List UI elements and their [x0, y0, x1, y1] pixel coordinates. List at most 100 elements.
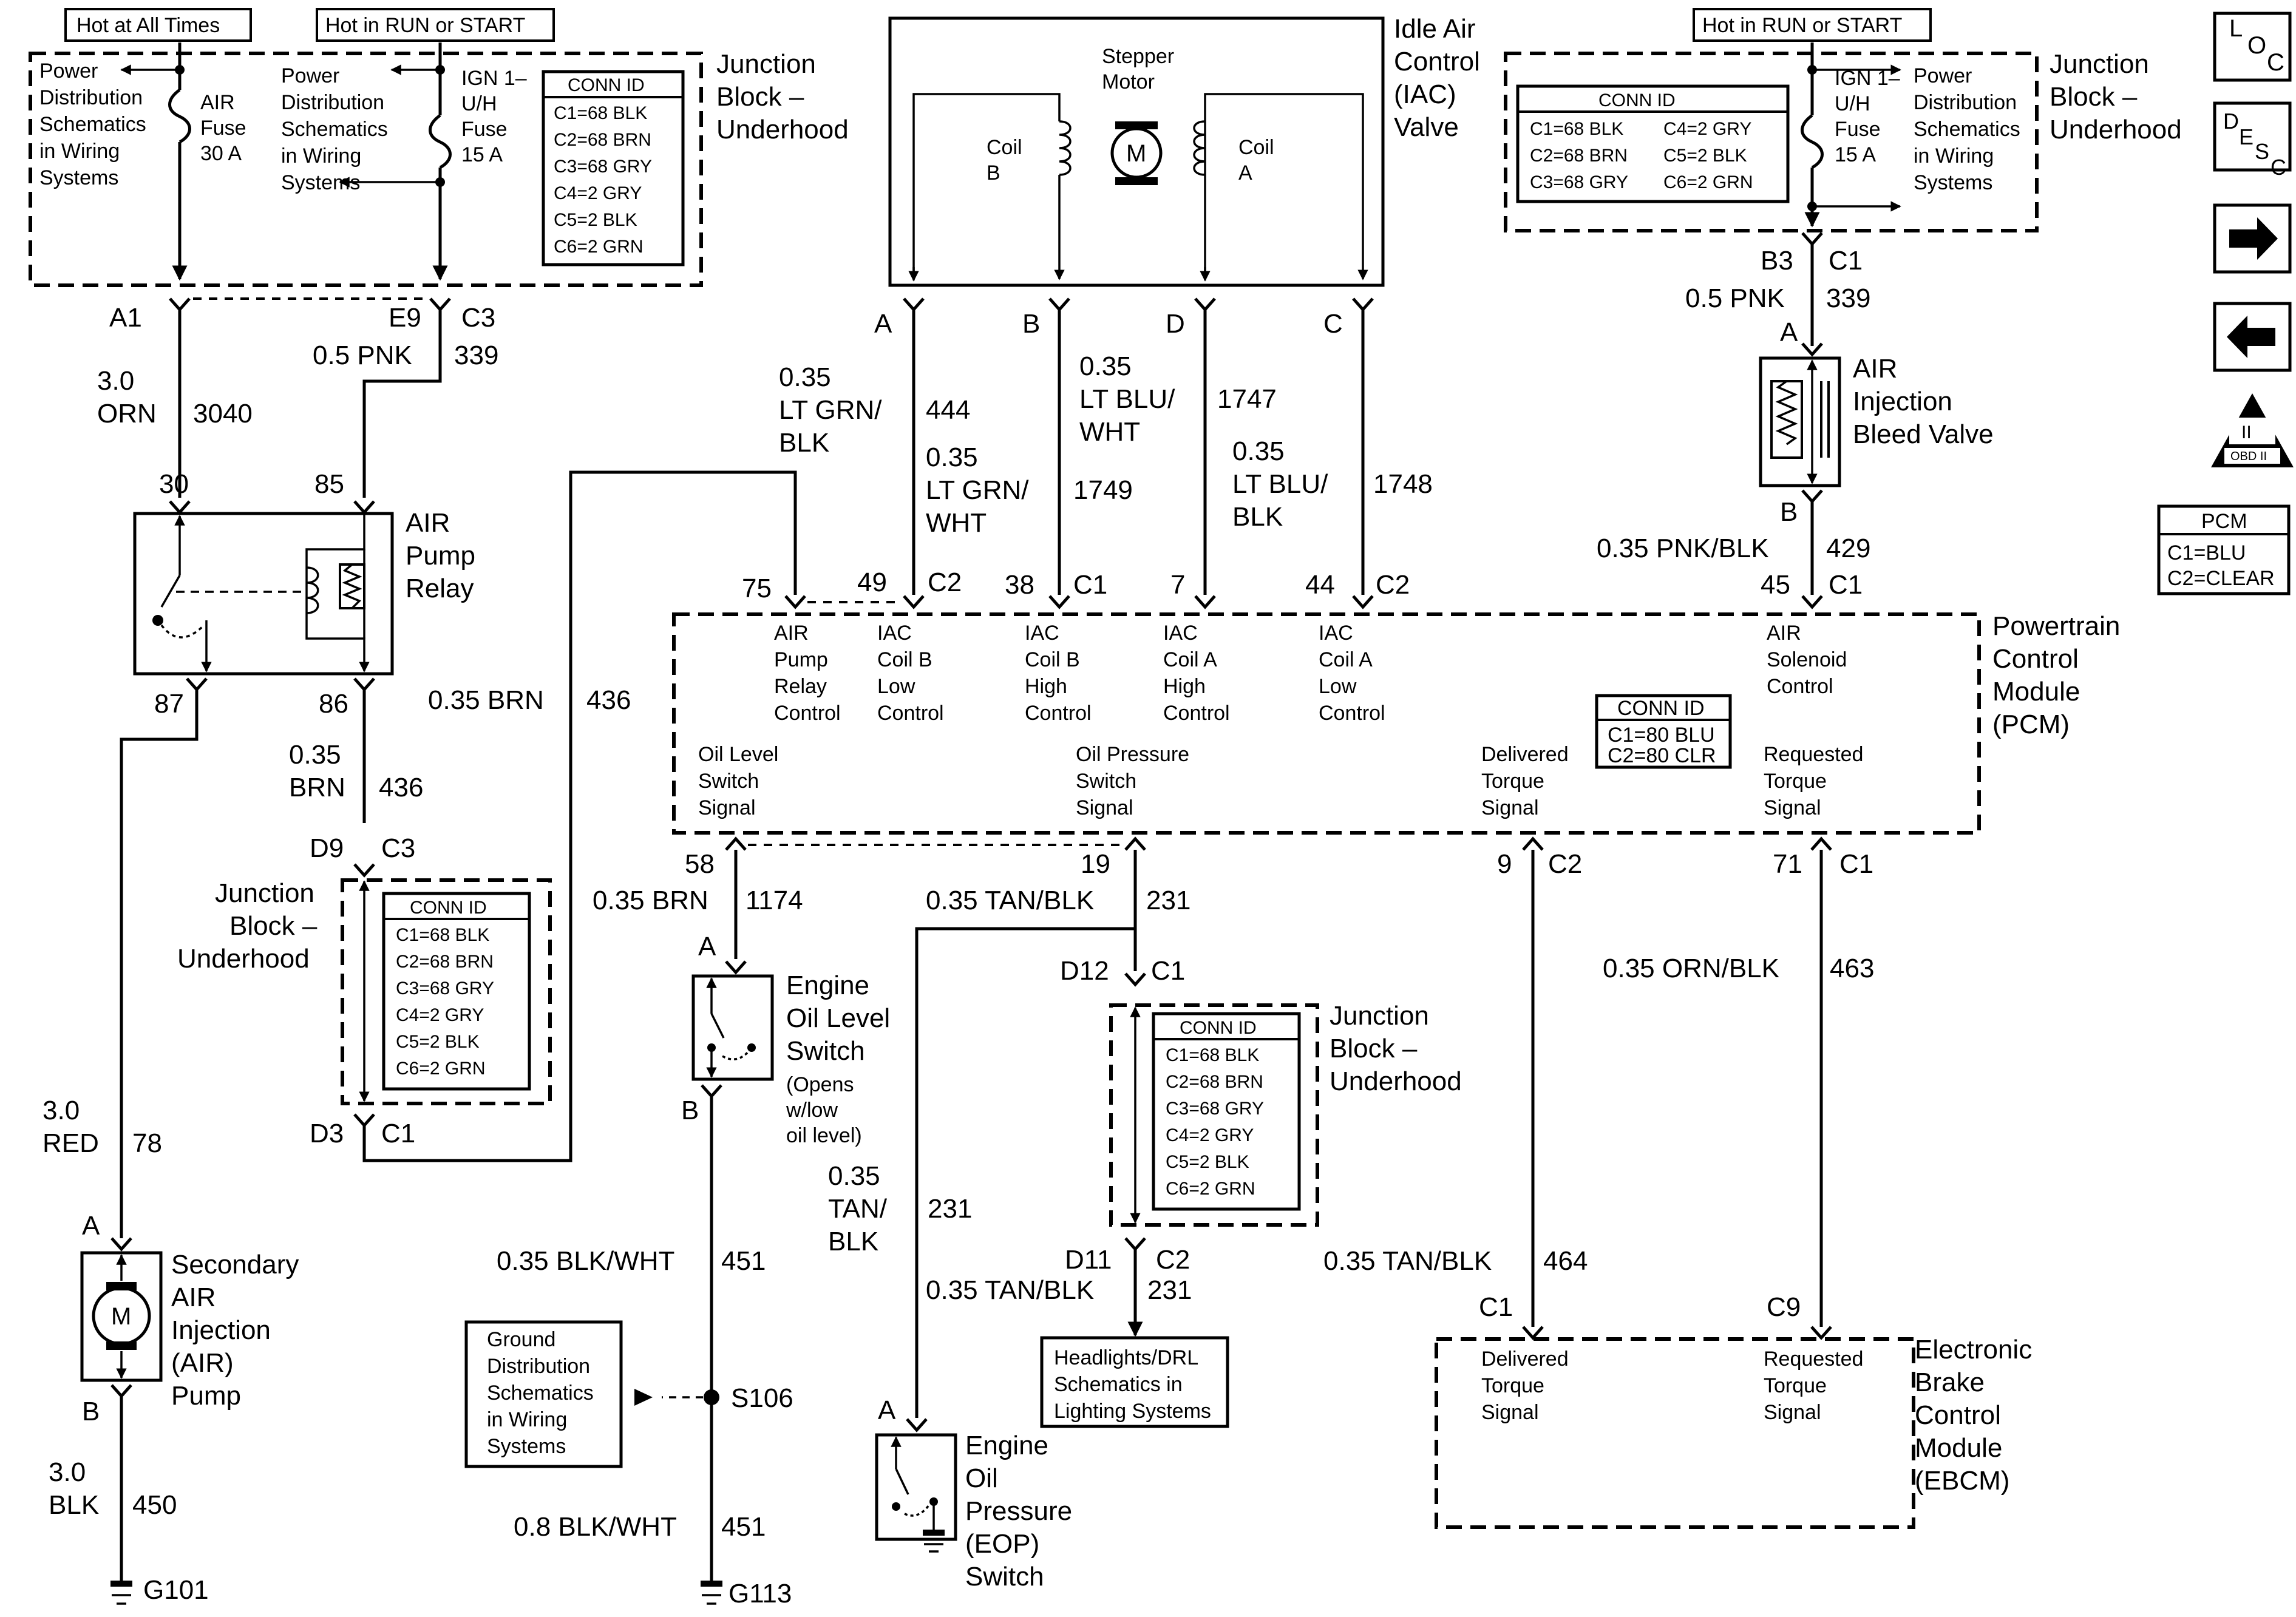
pcm-label: Control	[1767, 675, 1833, 698]
air-pump-title: (AIR)	[171, 1348, 234, 1378]
nav-next-arrow-icon[interactable]	[2213, 203, 2292, 274]
nav-prev-arrow-icon[interactable]	[2213, 302, 2292, 372]
wire-label: BLK	[828, 1227, 878, 1256]
pcm-label: Switch	[1076, 770, 1136, 793]
connector-label: D3	[310, 1119, 344, 1148]
wire-label: 0.35 TAN/BLK	[926, 1275, 1094, 1305]
wire-464-463: 0.35 TAN/BLK 464 0.35 ORN/BLK 463 C1 C9	[1323, 850, 1874, 1340]
conn-id-header: CONN ID	[568, 75, 645, 95]
hot-label-ign-right: Hot in RUN or START	[1702, 14, 1902, 37]
connector-label: C1	[1479, 1292, 1513, 1322]
svg-text:S: S	[2255, 139, 2269, 164]
ground-dist-text: in Wiring	[487, 1408, 567, 1431]
conn-id-row: C5=2 BLK	[396, 1032, 480, 1052]
nav-loc-icon[interactable]: L O C	[2213, 12, 2292, 82]
pcm-label: IAC	[1163, 622, 1198, 645]
power-dist-text: Systems	[39, 166, 118, 189]
jb-title-line: Block –	[716, 82, 804, 112]
wire-label: 78	[132, 1128, 162, 1158]
oil-level-title: Switch	[786, 1036, 865, 1066]
pcm-pin: 71	[1773, 849, 1802, 879]
iac-title: Control	[1394, 47, 1480, 76]
air-pump-title: Injection	[171, 1315, 271, 1345]
pcm-label: Signal	[1076, 796, 1133, 819]
wire-label: 3.0	[97, 366, 134, 396]
pcm-title: (PCM)	[1992, 710, 2070, 739]
pcm-legend-row: C1=BLU	[2167, 541, 2246, 564]
power-dist-text: Distribution	[281, 91, 384, 114]
relay-title: Relay	[406, 574, 474, 603]
connector-label: D12	[1060, 956, 1109, 986]
jb-title-line: Junction	[1330, 1001, 1429, 1031]
air-pump-title: Secondary	[171, 1250, 299, 1280]
air-fuse-text: Fuse	[200, 117, 246, 140]
ebcm-title: Module	[1915, 1433, 2002, 1463]
wire-label: LT GRN/	[926, 475, 1029, 505]
ebcm-label: Signal	[1764, 1401, 1821, 1424]
bleed-valve-title: Bleed Valve	[1853, 419, 1994, 449]
nav-obd-icon[interactable]: II OBD II	[2211, 393, 2294, 467]
air-pump-title: Pump	[171, 1381, 241, 1411]
coil-b-label: Coil	[987, 136, 1022, 159]
nav-desc-icon[interactable]: D E S C	[2213, 101, 2292, 180]
air-pump-relay: 30 85 AIR Pump Relay 87 86	[133, 469, 475, 719]
conn-id-row: C5=2 BLK	[1166, 1152, 1249, 1172]
junction-block-top-left: Hot at All Times Hot in RUN or START Jun…	[29, 8, 849, 287]
pin-label: A	[878, 1395, 896, 1425]
wire-436-relay: 0.35 BRN 436 D9 C3	[289, 690, 423, 878]
pcm-label: Control	[877, 702, 944, 725]
wire-339-left: 0.5 PNK 339	[313, 310, 498, 498]
engine-oil-level-switch: 0.35 BRN 1174 A Engine Oil Level Switch …	[593, 850, 890, 1147]
ground-dist-text: Schematics	[487, 1381, 594, 1405]
pcm-label: Relay	[774, 675, 827, 698]
motor-label: M	[1126, 140, 1146, 167]
connector-label: C3	[461, 303, 495, 333]
conn-id-row: C3=68 GRY	[396, 978, 494, 998]
pin-label: A	[1780, 317, 1798, 347]
pin-label: B	[1780, 497, 1798, 527]
pin-label: B	[681, 1096, 699, 1125]
pcm-pin: 9	[1497, 849, 1512, 879]
power-dist-text: Power	[39, 59, 98, 83]
connector-label: C9	[1767, 1292, 1801, 1322]
wire-label: RED	[42, 1128, 99, 1158]
wire-label: 1747	[1217, 384, 1277, 414]
wire-78: 3.0 RED 78	[42, 690, 199, 1238]
pcm-conn: C2	[1548, 849, 1582, 879]
conn-id-header: CONN ID	[1180, 1018, 1257, 1038]
jb-title-line: Underhood	[1330, 1066, 1462, 1096]
stepper-label: Motor	[1102, 70, 1155, 93]
pcm-label: IAC	[877, 622, 912, 645]
connector-label: C2	[1156, 1245, 1190, 1275]
pcm-label: High	[1025, 675, 1067, 698]
connector-label: C3	[381, 833, 415, 863]
conn-id-row: C6=2 GRN	[1166, 1179, 1255, 1199]
wire-label: TAN/	[828, 1194, 888, 1224]
pcm-label: AIR	[774, 622, 809, 645]
headlights-text: Schematics in	[1054, 1373, 1183, 1396]
air-bleed-valve: 0.5 PNK 339 A AIR Injection Bleed Valve …	[1597, 244, 1994, 595]
pcm-label: Signal	[1764, 796, 1821, 819]
wire-label: 339	[1826, 283, 1870, 313]
pcm-connector-legend: PCM C1=BLU C2=CLEAR	[2157, 504, 2291, 595]
pcm-label: Control	[1025, 702, 1092, 725]
svg-text:C: C	[2271, 155, 2286, 180]
wire-451: 0.35 BLK/WHT 451 S106 0.8 BLK/WHT 451 G1…	[497, 1096, 793, 1609]
headlights-drl-box: Headlights/DRL Schematics in Lighting Sy…	[1040, 1336, 1229, 1428]
ign-fuse-text: U/H	[1835, 92, 1870, 115]
bleed-valve-title: AIR	[1853, 354, 1897, 384]
svg-text:E: E	[2239, 124, 2254, 149]
wire-450: 3.0 BLK 450 G101	[49, 1396, 209, 1605]
conn-id-row: C2=68 BRN	[396, 952, 494, 972]
wire-label: 0.35 PNK/BLK	[1597, 534, 1769, 563]
wire-label: 0.5 PNK	[1685, 283, 1785, 313]
eop-title: Engine	[965, 1431, 1048, 1460]
wire-label: 0.35	[1232, 436, 1285, 466]
pcm-label: Low	[1319, 675, 1357, 698]
wire-label: 451	[721, 1512, 766, 1542]
wire-label: 231	[1146, 886, 1190, 915]
pcm-label: Signal	[1481, 796, 1539, 819]
wire-label: 1748	[1373, 469, 1433, 499]
ebcm-title: Control	[1915, 1400, 2001, 1430]
pcm-pin: 7	[1170, 570, 1185, 600]
